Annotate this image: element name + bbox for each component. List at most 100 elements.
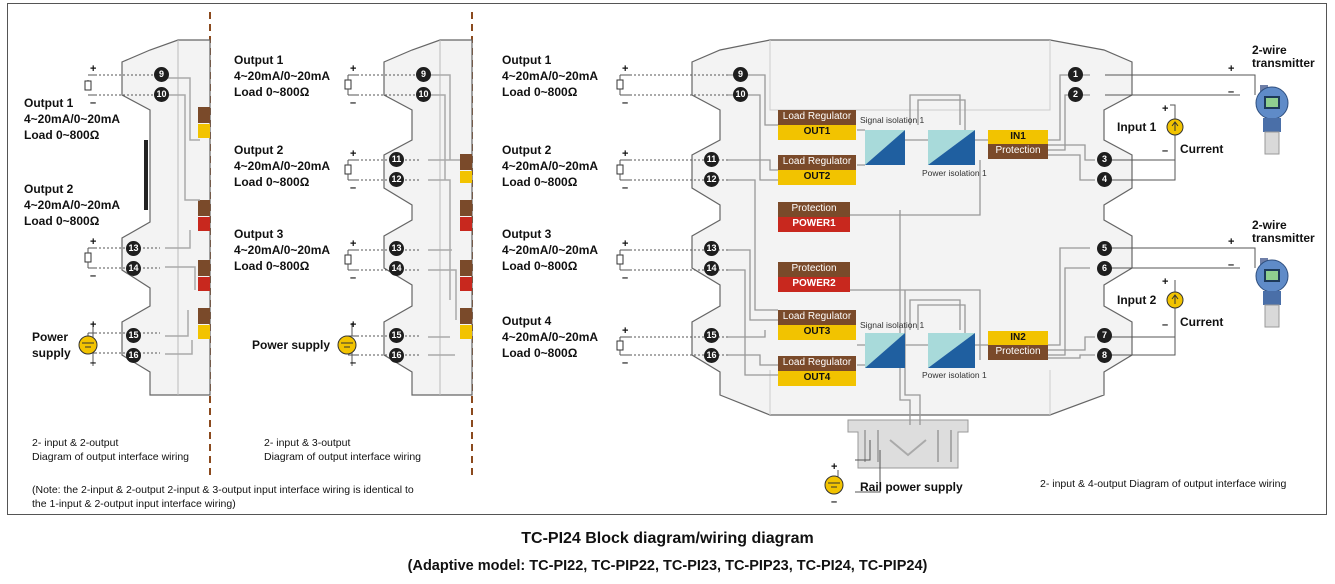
terminal-16: 16 — [389, 348, 404, 363]
current-source-icons — [1166, 118, 1184, 309]
terminal-1: 1 — [1068, 67, 1083, 82]
panel-b-output2-range: 4~20mA/0~20mA — [234, 159, 331, 173]
terminal-10: 10 — [154, 87, 169, 102]
panel-b-output3-load: Load 0~800Ω — [234, 259, 310, 273]
panel-c-output4-name: Output 4 — [502, 314, 552, 328]
panel-c-output3-load: Load 0~800Ω — [502, 259, 578, 273]
protection-block-2: Protection — [778, 262, 850, 277]
panel-c-output4-load: Load 0~800Ω — [502, 346, 578, 360]
terminal-8: 8 — [1097, 348, 1112, 363]
panel-a-power-line1: Power — [32, 330, 69, 344]
terminal-16: 16 — [126, 348, 141, 363]
out1-block: OUT1 — [778, 125, 856, 140]
protection-block-1: Protection — [778, 202, 850, 217]
panel-c-output2-name: Output 2 — [502, 143, 552, 157]
panel-b-output3-range: 4~20mA/0~20mA — [234, 243, 331, 257]
power-isolation-label-1: Power isolation 1 — [922, 168, 987, 178]
panel-c-output2-range: 4~20mA/0~20mA — [502, 159, 599, 173]
terminal-9: 9 — [733, 67, 748, 82]
out4-block: OUT4 — [778, 371, 856, 386]
rail-power-label: Rail power supply — [860, 480, 963, 494]
housing-panel-a — [121, 39, 211, 396]
panel-a-output2-range: 4~20mA/0~20mA — [24, 198, 121, 212]
transmitter-icon-2 — [1255, 258, 1289, 328]
load-regulator-4: Load Regulator — [778, 356, 856, 371]
in1-protection-block: Protection — [988, 144, 1048, 159]
wires-panel-b — [344, 74, 420, 356]
terminal-15: 15 — [126, 328, 141, 343]
transmitter2-line2: transmitter — [1252, 231, 1315, 245]
transmitter-icon-1 — [1255, 85, 1289, 155]
panel-b-output1-range: 4~20mA/0~20mA — [234, 69, 331, 83]
panel-b-power: Power supply — [252, 338, 331, 352]
power2-block: POWER2 — [778, 277, 850, 292]
transmitter1-line2: transmitter — [1252, 56, 1315, 70]
panel-c-output3-range: 4~20mA/0~20mA — [502, 243, 599, 257]
panel-a-caption-line2: Diagram of output interface wiring — [32, 451, 189, 463]
terminal-3: 3 — [1097, 152, 1112, 167]
note-line1: (Note: the 2-input & 2-output 2-input & … — [32, 484, 414, 496]
diagram-frame — [7, 3, 1327, 515]
terminal-5: 5 — [1097, 241, 1112, 256]
terminal-4: 4 — [1097, 172, 1112, 187]
panel-b-output2-load: Load 0~800Ω — [234, 175, 310, 189]
terminal-10: 10 — [733, 87, 748, 102]
terminal-16: 16 — [704, 348, 719, 363]
housing-panel-b — [383, 39, 473, 396]
panel-c-output4-range: 4~20mA/0~20mA — [502, 330, 599, 344]
panel-b-output2-name: Output 2 — [234, 143, 284, 157]
panel-a-output2-load: Load 0~800Ω — [24, 214, 100, 228]
panel-c-output1-range: 4~20mA/0~20mA — [502, 69, 599, 83]
panel-c-output1-load: Load 0~800Ω — [502, 85, 578, 99]
terminal-14: 14 — [389, 261, 404, 276]
panel-c-output1-name: Output 1 — [502, 53, 552, 67]
panel-a-output1-load: Load 0~800Ω — [24, 128, 100, 142]
isolation-blocks — [865, 130, 975, 368]
in2-protection-block: Protection — [988, 345, 1048, 360]
wires-panel-c-inputs — [92, 74, 1256, 493]
panel-a-caption-line1: 2- input & 2-output — [32, 437, 119, 449]
terminal-13: 13 — [389, 241, 404, 256]
diagram-subtitle: (Adaptive model: TC-PI22, TC-PIP22, TC-P… — [407, 558, 928, 574]
terminal-12: 12 — [389, 172, 404, 187]
panel-a-output2-name: Output 2 — [24, 182, 74, 196]
terminal-10: 10 — [416, 87, 431, 102]
panel-b-output1-name: Output 1 — [234, 53, 284, 67]
current1-label: Current — [1180, 142, 1224, 156]
load-regulator-2: Load Regulator — [778, 155, 856, 170]
terminal-13: 13 — [704, 241, 719, 256]
panel-b-output3-name: Output 3 — [234, 227, 284, 241]
terminal-13: 13 — [126, 241, 141, 256]
terminal-9: 9 — [416, 67, 431, 82]
terminal-15: 15 — [704, 328, 719, 343]
load-regulator-1: Load Regulator — [778, 110, 856, 125]
input1-label: Input 1 — [1117, 120, 1157, 134]
panel-a-power-line2: supply — [32, 346, 71, 360]
terminal-2: 2 — [1068, 87, 1083, 102]
terminal-12: 12 — [704, 172, 719, 187]
current2-label: Current — [1180, 315, 1224, 329]
terminal-14: 14 — [704, 261, 719, 276]
in1-block: IN1 — [988, 130, 1048, 144]
signal-isolation-label-2: Signal isolation 1 — [860, 320, 925, 330]
terminal-15: 15 — [389, 328, 404, 343]
terminal-7: 7 — [1097, 328, 1112, 343]
terminal-14: 14 — [126, 261, 141, 276]
power-supply-icons — [78, 335, 844, 495]
load-regulator-3: Load Regulator — [778, 310, 856, 325]
panel-b-output1-load: Load 0~800Ω — [234, 85, 310, 99]
terminal-11: 11 — [704, 152, 719, 167]
signal-isolation-label-1: Signal isolation 1 — [860, 115, 925, 125]
panel-b-caption-line1: 2- input & 3-output — [264, 437, 351, 449]
housing-panel-c — [691, 39, 1133, 469]
out3-block: OUT3 — [778, 325, 856, 340]
diagram-title: TC-PI24 Block diagram/wiring diagram — [521, 530, 814, 547]
wires-panel-c-outputs — [616, 74, 728, 356]
power-isolation-label-2: Power isolation 1 — [922, 370, 987, 380]
panel-a-output1-name: Output 1 — [24, 96, 74, 110]
terminal-9: 9 — [154, 67, 169, 82]
panel-c-caption: 2- input & 4-output Diagram of output in… — [1040, 478, 1287, 490]
panel-c-output2-load: Load 0~800Ω — [502, 175, 578, 189]
transmitter1-line1: 2-wire — [1252, 43, 1287, 57]
out2-block: OUT2 — [778, 170, 856, 185]
